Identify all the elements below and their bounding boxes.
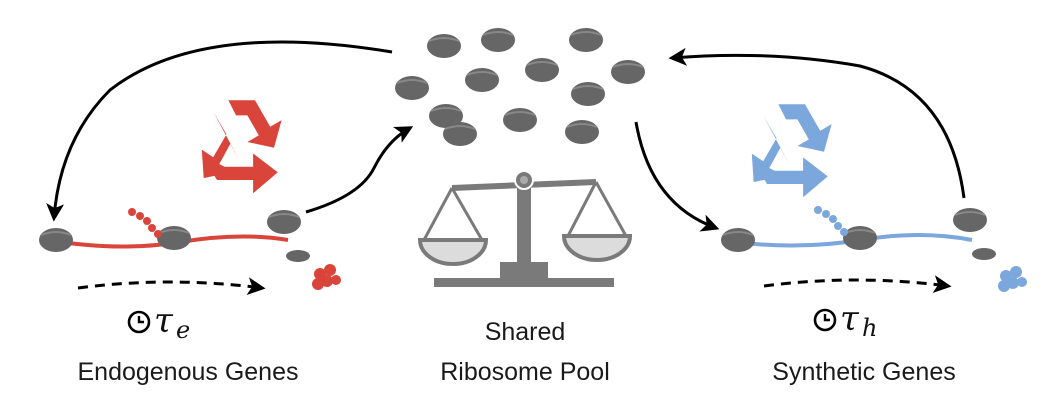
endogenous-to-pool-arrow xyxy=(305,126,414,214)
ribosome xyxy=(442,121,478,147)
ribosome xyxy=(480,27,516,53)
tau-symbol: τ xyxy=(154,301,174,341)
clock-icon xyxy=(127,310,151,334)
clock-icon xyxy=(813,308,837,332)
balance-scale-icon xyxy=(417,170,633,287)
ribosome xyxy=(524,57,560,83)
endogenous-label: Endogenous Genes xyxy=(77,358,298,386)
recycle-icon xyxy=(201,100,282,194)
ribosome xyxy=(720,227,756,253)
pool-to-synthetic-arrow xyxy=(634,121,720,232)
nascent-peptide xyxy=(128,208,162,238)
ribosome xyxy=(610,59,646,85)
protein xyxy=(312,264,341,290)
nascent-peptide xyxy=(814,206,848,236)
ribosome xyxy=(568,27,604,53)
elongation-arrow xyxy=(763,275,952,294)
pool-label-line1: Shared xyxy=(485,318,566,346)
tau-subscript: h xyxy=(862,314,877,342)
ribosome-subunit xyxy=(286,250,310,262)
ribosome xyxy=(38,227,74,253)
ribosome xyxy=(426,33,462,59)
ribosome xyxy=(502,107,538,133)
ribosome xyxy=(564,119,600,145)
ribosome xyxy=(464,67,500,93)
ribosome xyxy=(394,75,430,101)
pool-to-endogenous-arrow xyxy=(46,40,393,222)
ribosome xyxy=(952,207,988,233)
ribosome xyxy=(570,81,606,107)
endogenous-mrna: τ e xyxy=(38,208,341,344)
ribosome xyxy=(266,209,302,235)
synthetic-label: Synthetic Genes xyxy=(772,358,955,386)
recycle-icon xyxy=(751,104,832,198)
flow-arrows xyxy=(46,40,966,232)
tau-subscript: e xyxy=(176,316,190,344)
synthetic-mrna: τ h xyxy=(720,206,1027,342)
synthetic-to-pool-arrow xyxy=(668,47,966,199)
protein xyxy=(998,266,1027,292)
ribosome-subunit xyxy=(972,248,996,260)
pool-label-line2: Ribosome Pool xyxy=(440,358,610,386)
ribosome xyxy=(156,225,192,251)
ribosome xyxy=(842,225,878,251)
ribosome-pool xyxy=(394,27,646,147)
elongation-arrow xyxy=(77,277,266,296)
tau-symbol: τ xyxy=(840,299,860,339)
